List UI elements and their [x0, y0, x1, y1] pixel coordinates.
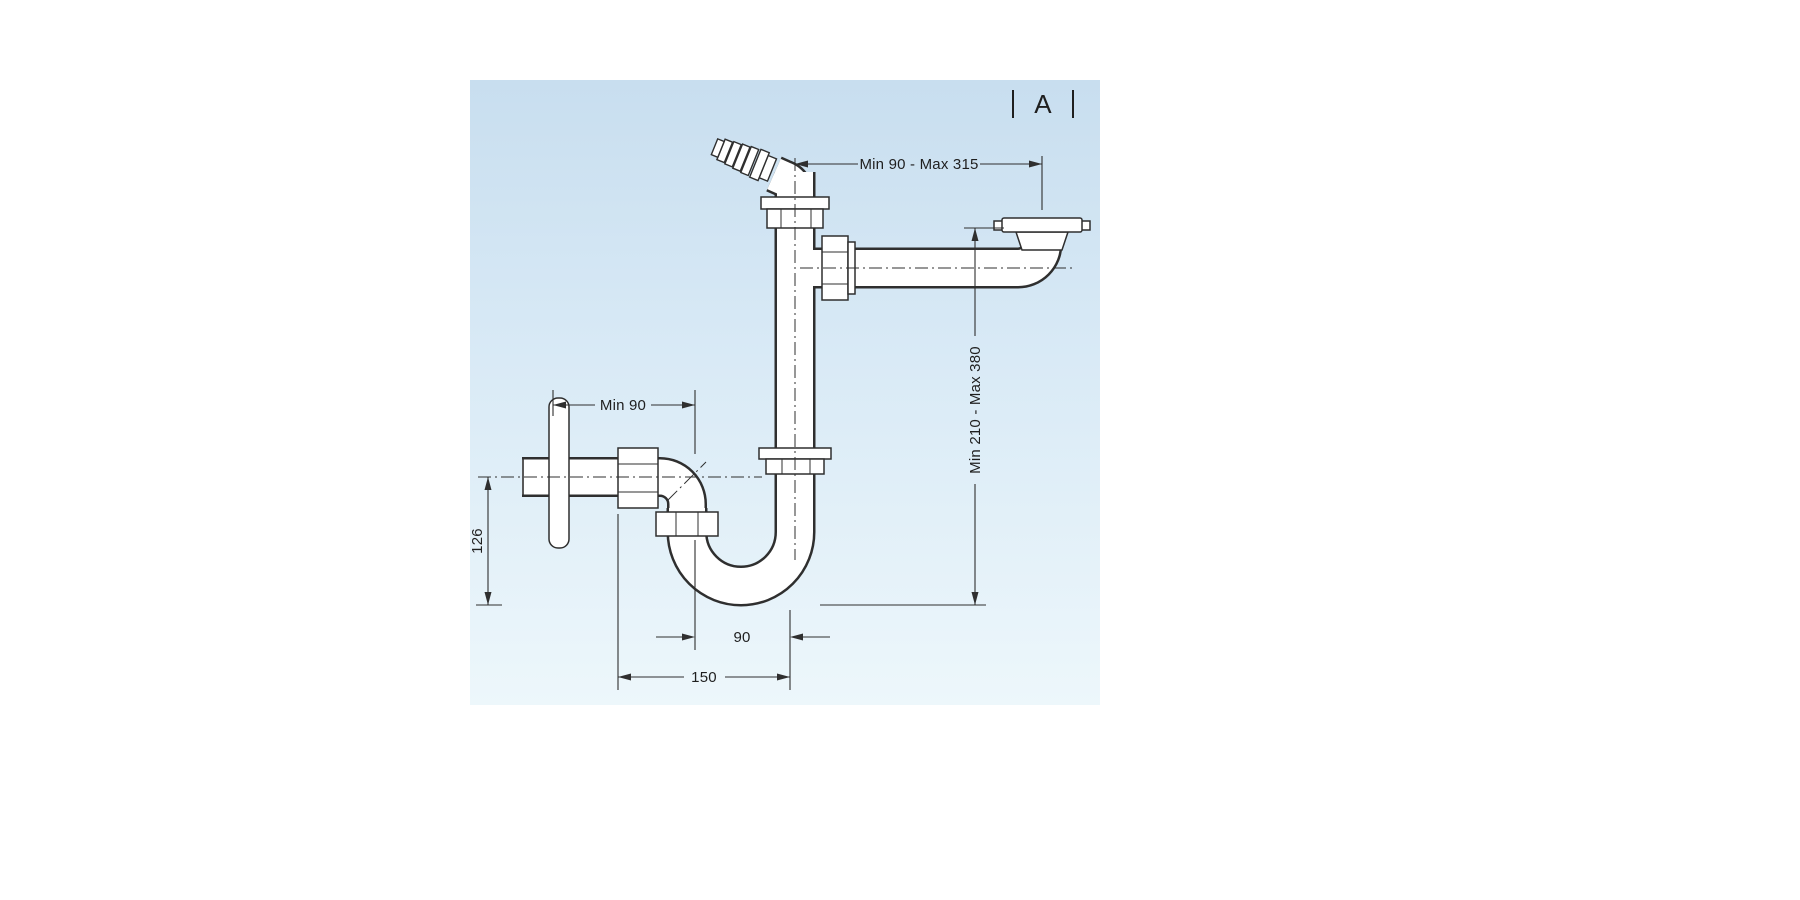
- dimension-label-trap-offset: 90: [733, 629, 750, 646]
- pipe-fills: [522, 158, 1060, 604]
- arrowhead-up: [971, 228, 979, 241]
- top-compression-nut: [760, 196, 830, 229]
- trap-inlet-nut: [655, 511, 719, 537]
- dimension-inlet-height: 126: [469, 477, 502, 606]
- centerlines: [478, 158, 1076, 560]
- dimension-label-overall-offset: 150: [691, 669, 717, 686]
- dimension-annotations: Min 90 - Max 315 Min 210 - Max 380: [469, 156, 1043, 690]
- dimension-outlet-horizontal: Min 90 - Max 315: [795, 156, 1043, 210]
- dimension-label-outlet-vertical: Min 210 - Max 380: [967, 346, 984, 474]
- hose-rib: [731, 143, 751, 173]
- drain-flange: [993, 217, 1091, 251]
- wall-flange: [548, 397, 570, 549]
- inlet-elbow-centerline: [667, 461, 707, 501]
- inlet-pipe-fill: [522, 459, 705, 522]
- hose-tip: [710, 137, 726, 159]
- arrowhead-left: [795, 160, 808, 168]
- main-pipe-trap-fill: [669, 172, 813, 604]
- dimension-overall-offset: 150: [617, 514, 790, 690]
- hose-connector: [710, 137, 778, 183]
- dimension-label-outlet-horizontal: Min 90 - Max 315: [859, 156, 978, 173]
- diagram-panel: Min 90 - Max 315 Min 210 - Max 380: [469, 80, 1100, 705]
- top-elbow-fill: [766, 158, 812, 213]
- view-label-text: A: [1034, 89, 1052, 119]
- hose-rib: [739, 145, 760, 177]
- view-label-marker: A: [1012, 89, 1074, 119]
- arrowhead-down: [971, 592, 979, 605]
- dimension-label-inlet-height: 126: [470, 528, 486, 554]
- siphon-technical-drawing: Min 90 - Max 315 Min 210 - Max 380: [469, 89, 1091, 690]
- arrowhead-down: [484, 592, 492, 605]
- arrowhead-right: [682, 633, 695, 641]
- hose-collar: [748, 148, 771, 182]
- arrowhead-left: [618, 673, 631, 681]
- arrowhead-up: [484, 477, 492, 490]
- dimension-trap-offset: 90: [656, 540, 830, 690]
- arrowhead-left: [553, 401, 566, 409]
- inlet-compression-nut: [617, 447, 659, 509]
- hose-rib: [723, 140, 743, 168]
- arrowhead-right: [682, 401, 695, 409]
- arrowhead-right: [1029, 160, 1042, 168]
- arrowhead-left: [790, 633, 803, 641]
- dimension-outlet-vertical: Min 210 - Max 380: [820, 227, 1004, 606]
- dimension-inlet-depth: Min 90: [552, 390, 696, 454]
- dimension-label-inlet-depth: Min 90: [600, 397, 646, 414]
- arrowhead-right: [777, 673, 790, 681]
